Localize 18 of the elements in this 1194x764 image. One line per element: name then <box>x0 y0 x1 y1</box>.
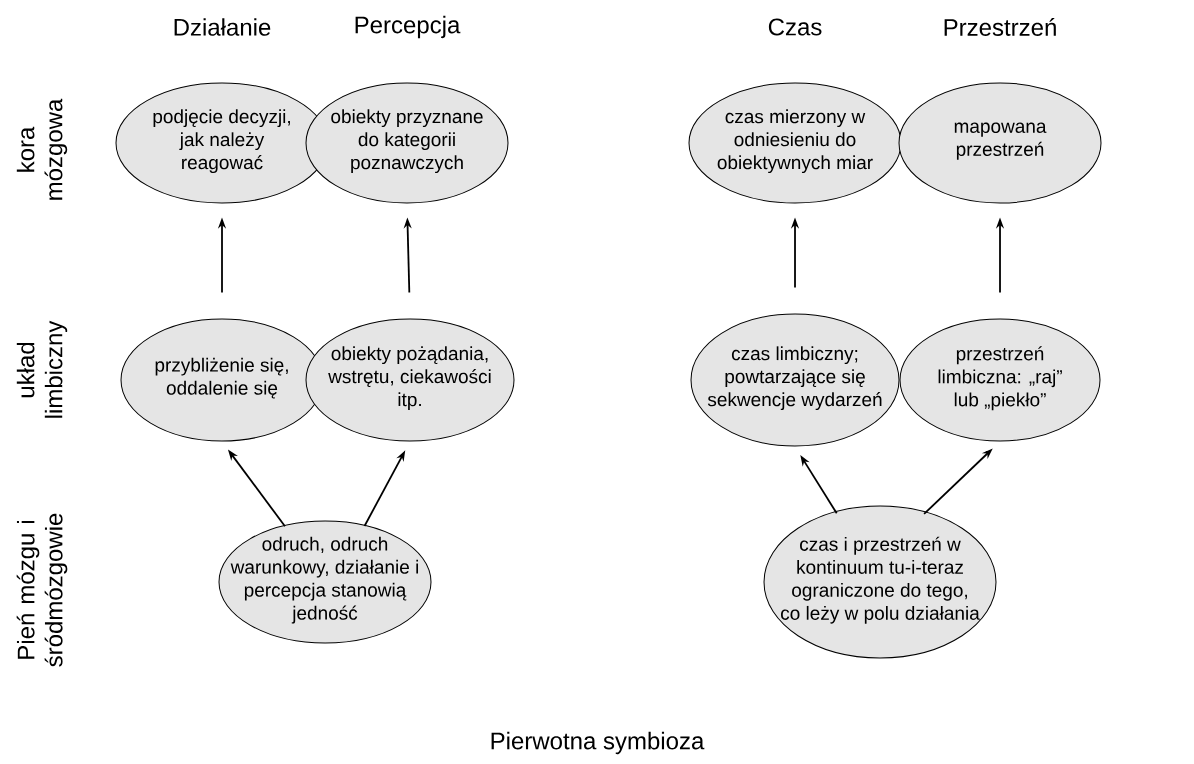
ellipse-node: czas i przestrzeń w kontinuum tu-i-teraz ograniczone do tego, co leży w polu działania <box>763 505 997 659</box>
row-label: kora mózgowa <box>16 98 68 200</box>
ellipse-node: przestrzeń limbiczna: „raj” lub „piekło” <box>899 318 1101 442</box>
column-heading: Percepcja <box>355 15 461 39</box>
ellipse-node: mapowana przestrzeń <box>898 82 1102 204</box>
ellipse-node: przybliżenie się, oddalenie się <box>120 318 324 442</box>
row-label: układ limbiczny <box>16 320 68 418</box>
ellipse-node: czas mierzony w odniesieniu do obiektywnych miar <box>688 82 902 204</box>
ellipse-node: obiekty pożądania, wstrętu, ciekawości itp. <box>305 318 515 442</box>
column-heading: Działanie <box>174 18 271 36</box>
column-heading: Przestrzeń <box>944 18 1056 36</box>
row-label: Pień mózgu i śródmózgowie <box>16 513 68 667</box>
column-heading: Czas <box>768 18 822 36</box>
ellipse-node: czas limbiczny; powtarzające się sekwencje wydarzeń <box>690 313 900 447</box>
ellipse-node: podjęcie decyzji, jak należy reagować <box>115 82 329 204</box>
axis-title: Pierwotna symbioza <box>491 731 705 755</box>
ellipse-node: obiekty przyznane do kategorii poznawczych <box>305 82 509 204</box>
ellipse-node: odruch, odruch warunkowy, działanie i percepcja stanowią jedność <box>218 520 432 644</box>
